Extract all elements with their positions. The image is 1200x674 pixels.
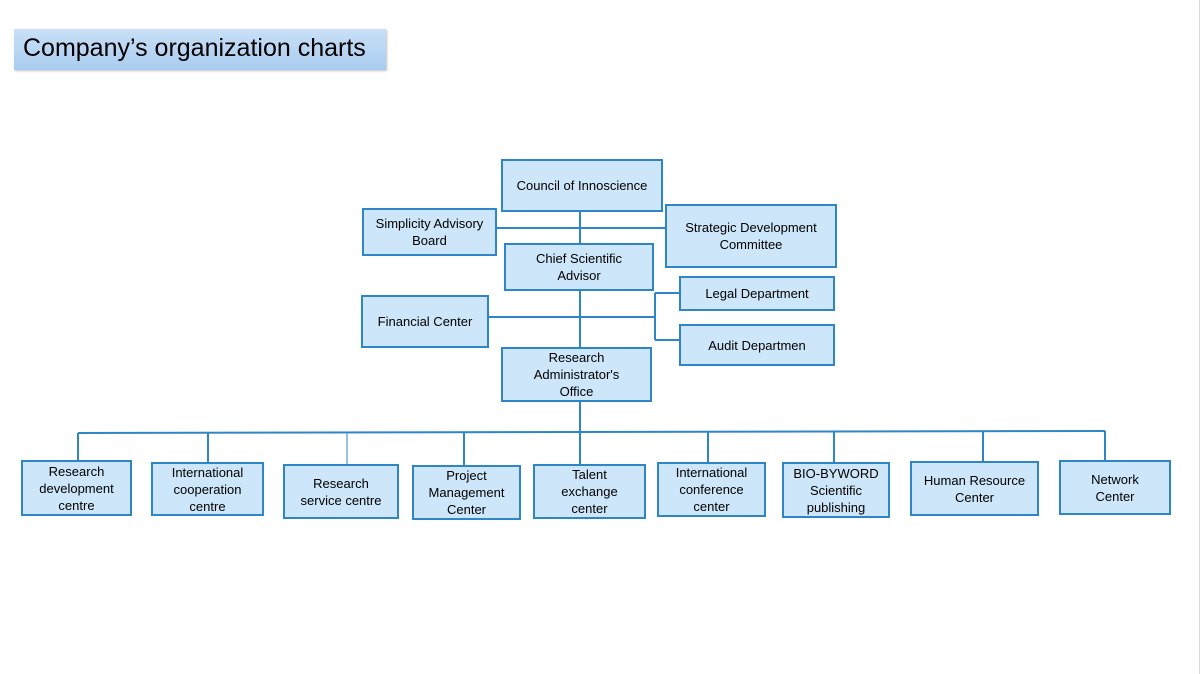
dept-bio-byword-publishing: BIO-BYWORD Scientific publishing xyxy=(782,462,890,518)
node-council: Council of Innoscience xyxy=(501,159,663,212)
node-audit: Audit Departmen xyxy=(679,324,835,366)
dept-network: Network Center xyxy=(1059,460,1171,515)
dept-label: Project Management Center xyxy=(428,468,505,517)
dept-label: Network Center xyxy=(1091,471,1139,504)
node-financial-label: Financial Center xyxy=(377,314,473,329)
node-legal: Legal Department xyxy=(679,276,835,311)
dept-label: International cooperation centre xyxy=(171,464,244,514)
title-banner: Company’s organization charts xyxy=(14,29,386,70)
node-chief-label: Chief Scientific Advisor xyxy=(536,251,622,283)
node-chief: Chief Scientific Advisor xyxy=(504,243,654,291)
dept-label: BIO-BYWORD Scientific publishing xyxy=(793,465,879,515)
dept-human-resource: Human Resource Center xyxy=(910,461,1039,516)
dept-international-cooperation: International cooperation centre xyxy=(151,462,264,516)
dept-project-management: Project Management Center xyxy=(412,465,521,520)
dept-label: Talent exchange center xyxy=(561,467,618,516)
dept-label: International conference center xyxy=(675,465,748,514)
node-simplicity: Simplicity Advisory Board xyxy=(362,208,497,256)
node-financial: Financial Center xyxy=(361,295,489,348)
node-research-admin: Research Administrator's Office xyxy=(501,347,652,402)
node-simplicity-label: Simplicity Advisory Board xyxy=(375,216,484,248)
page-title: Company’s organization charts xyxy=(23,34,366,62)
node-audit-label: Audit Departmen xyxy=(708,337,806,353)
dept-research-service: Research service centre xyxy=(283,464,399,519)
node-research-admin-label: Research Administrator's Office xyxy=(533,350,620,399)
department-bus xyxy=(77,430,1106,434)
node-council-label: Council of Innoscience xyxy=(516,178,648,193)
node-legal-label: Legal Department xyxy=(705,286,809,301)
dept-label: Research service centre xyxy=(300,475,382,508)
node-strategic-label: Strategic Development Committee xyxy=(685,220,817,252)
dept-label: Human Resource Center xyxy=(923,472,1026,505)
dept-international-conference: International conference center xyxy=(657,462,766,517)
dept-label: Research development centre xyxy=(39,463,114,513)
dept-talent-exchange: Talent exchange center xyxy=(533,464,646,519)
dept-research-development: Research development centre xyxy=(21,460,132,516)
node-strategic: Strategic Development Committee xyxy=(665,204,837,268)
